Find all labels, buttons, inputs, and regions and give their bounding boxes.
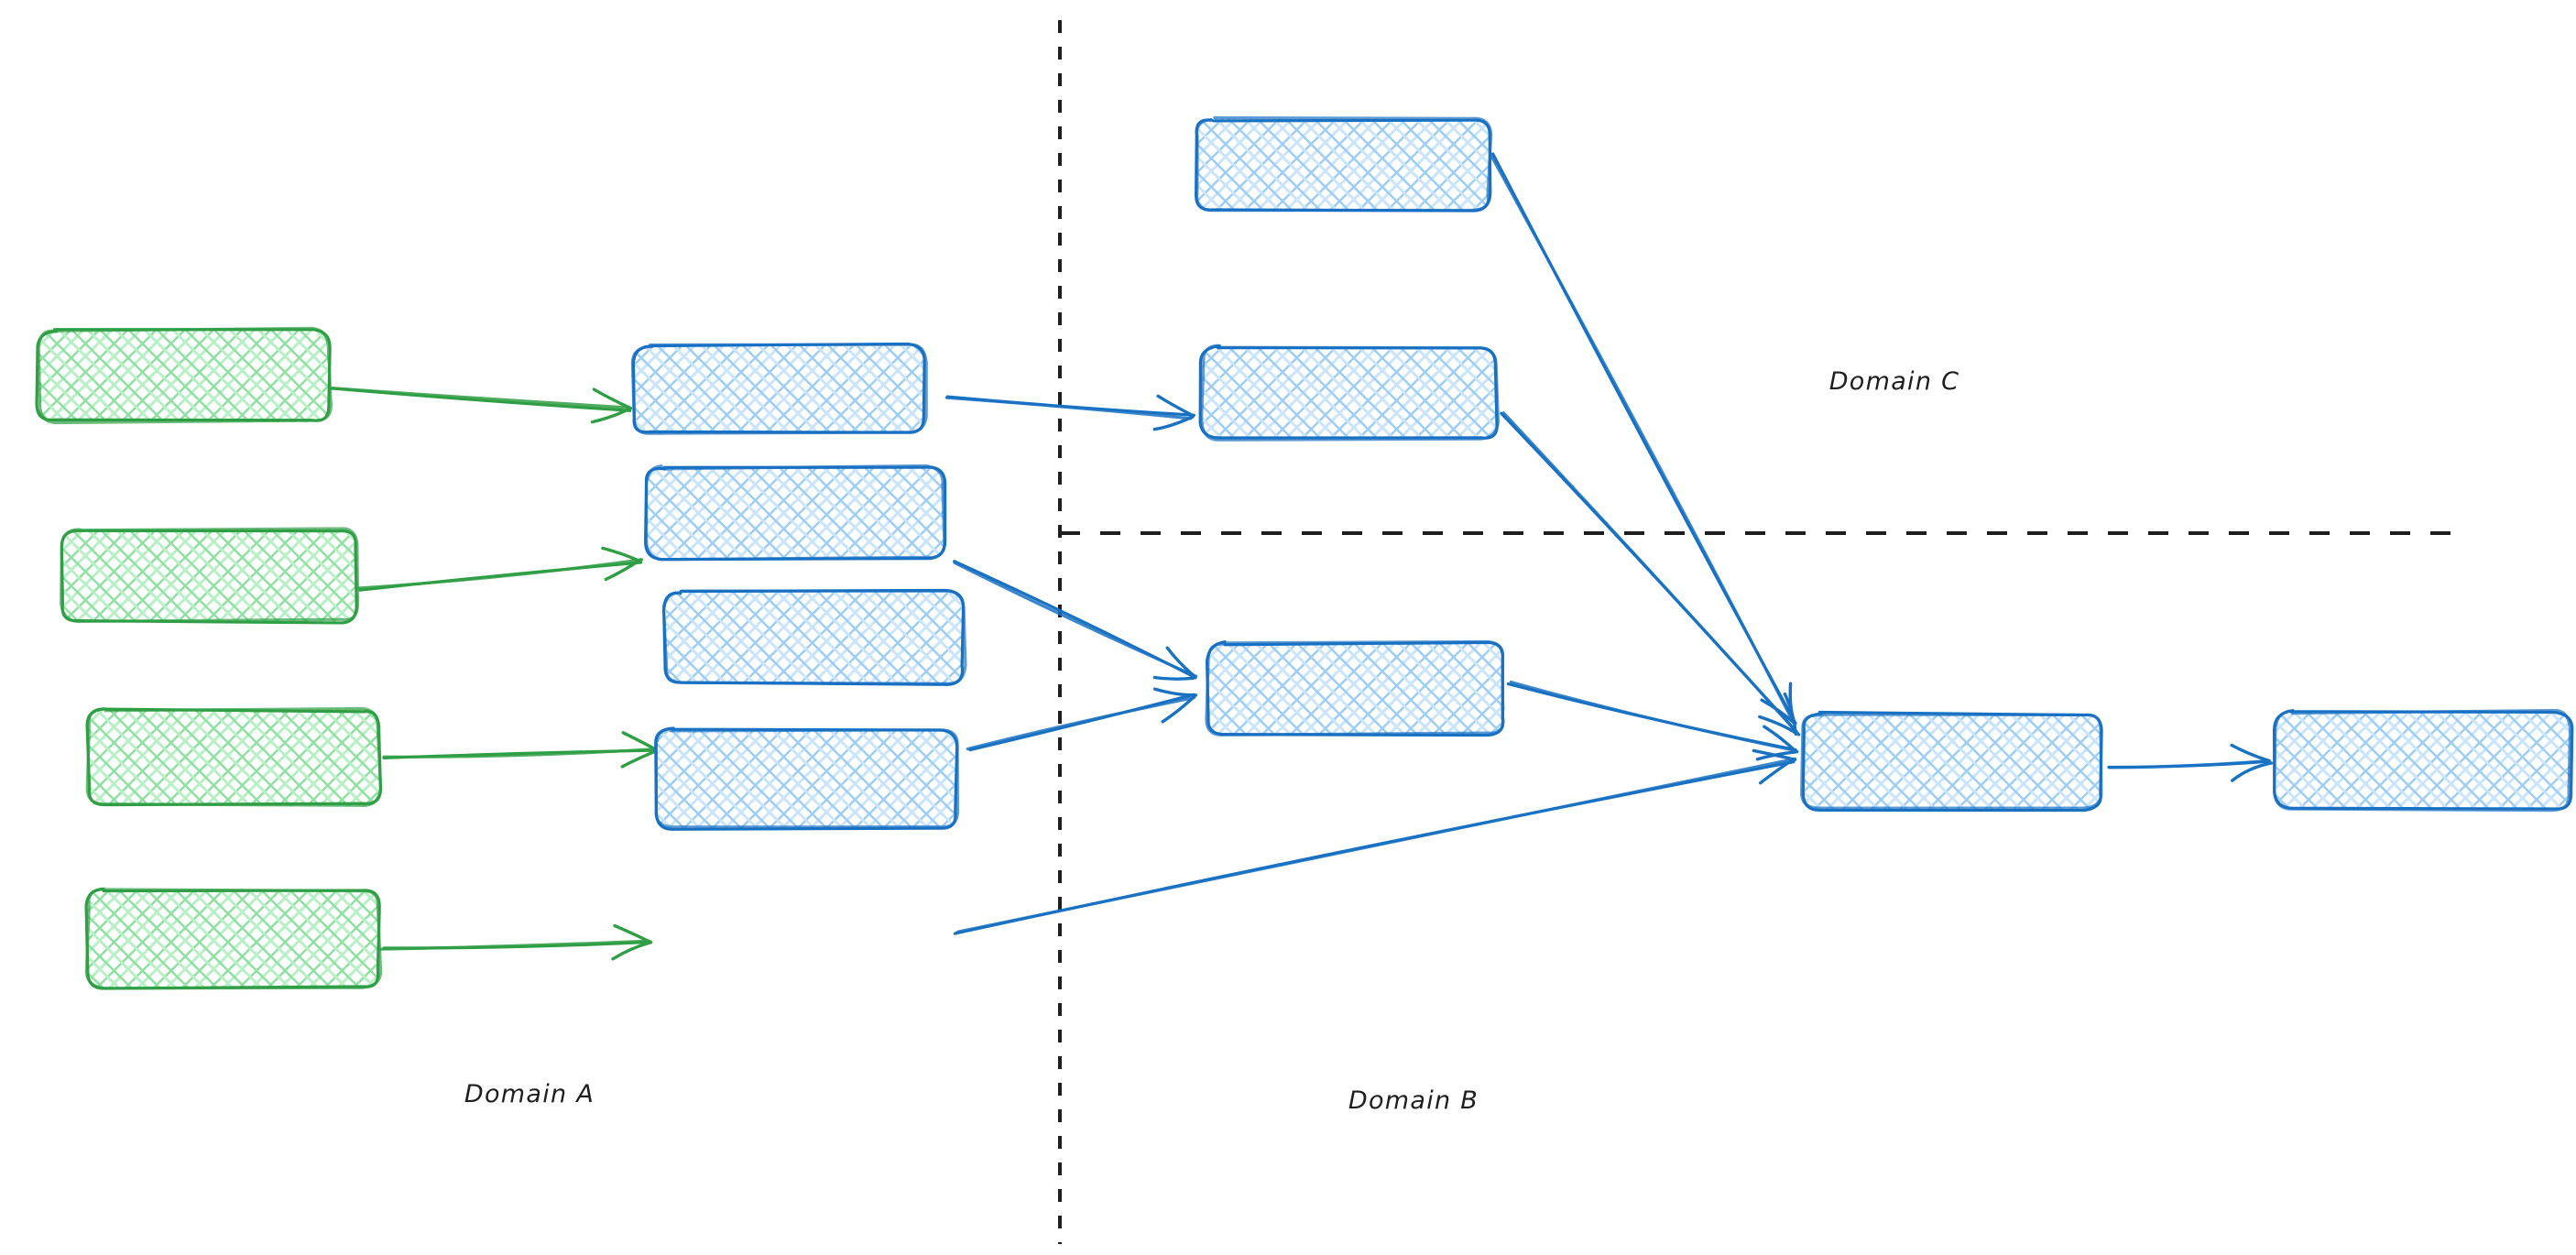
edge-shaft: [331, 387, 631, 409]
edge-shaft: [956, 757, 1797, 933]
node-out[interactable]: [2272, 708, 2574, 813]
arrowhead-barb: [1783, 692, 1798, 737]
node-fill: [1195, 117, 1490, 212]
node-a1[interactable]: [35, 326, 333, 425]
edge-shaft: [1501, 411, 1798, 734]
node-outline: [644, 464, 946, 562]
arrowhead-barb: [601, 546, 642, 563]
arrowhead-barb: [1763, 725, 1797, 753]
edge-b1-to-c2: [944, 394, 1195, 431]
node-fill: [664, 591, 964, 685]
label-domain-b: Domain B: [1348, 1086, 1479, 1115]
label-domain-c: Domain C: [1829, 367, 1960, 396]
edge-b4-to-hub: [953, 748, 1797, 935]
node-fill: [38, 329, 331, 423]
node-c3[interactable]: [1205, 639, 1506, 737]
node-outline: [654, 727, 960, 829]
label-domain-a: Domain A: [464, 1080, 595, 1108]
edge-shaft: [944, 396, 1193, 420]
edge-shaft: [1509, 680, 1797, 753]
node-fill: [87, 709, 381, 807]
domain-dividers: [1058, 20, 2451, 1244]
edge-shaft: [966, 696, 1195, 751]
edge-a4-to-b4: [379, 923, 653, 961]
node-fill: [86, 890, 380, 988]
node-outline: [1799, 713, 2103, 810]
edge-shaft: [953, 561, 1198, 678]
edge-shaft: [2108, 758, 2271, 769]
node-outline: [661, 589, 967, 685]
edge-b2-to-c3: [953, 560, 1198, 681]
edge-a3-to-b3: [382, 731, 663, 769]
node-b4[interactable]: [654, 726, 960, 831]
node-outline: [37, 326, 333, 425]
edge-layer: [328, 152, 2274, 961]
node-layer: [35, 115, 2574, 990]
node-hub[interactable]: [1799, 710, 2103, 813]
arrowhead-barb: [1152, 675, 1195, 681]
arrowhead-barb: [592, 387, 633, 410]
node-a2[interactable]: [60, 527, 360, 625]
node-fill: [1206, 642, 1506, 736]
node-outline: [85, 706, 383, 807]
edge-shaft: [382, 747, 661, 758]
node-outline: [84, 887, 383, 990]
node-fill: [1201, 347, 1498, 439]
edge-c3-to-hub: [1506, 680, 1799, 761]
node-c1[interactable]: [1195, 115, 1493, 213]
edge-b3-to-c3: [966, 687, 1198, 752]
arrowhead-barb: [613, 923, 653, 944]
node-c2[interactable]: [1198, 344, 1501, 442]
node-fill: [646, 466, 944, 560]
arrowhead-barb: [1161, 693, 1197, 724]
edge-hub-to-out: [2107, 743, 2274, 782]
node-a3[interactable]: [85, 706, 383, 807]
arrowhead-barb: [1752, 748, 1797, 761]
edge-a1-to-b1: [328, 387, 633, 424]
node-outline: [1195, 115, 1493, 213]
arrowhead-barb: [621, 731, 660, 753]
node-outline: [2273, 708, 2572, 813]
edge-c1-to-hub: [1490, 152, 1797, 726]
node-b3[interactable]: [661, 588, 967, 686]
edge-a2-to-b2: [355, 546, 644, 592]
arrowhead-barb: [2230, 743, 2271, 763]
node-fill: [633, 344, 926, 435]
node-outline: [1205, 639, 1505, 737]
arrowhead-barb: [1758, 715, 1798, 735]
arrowhead-barb: [1156, 394, 1195, 417]
node-outline: [60, 527, 360, 624]
node-fill: [1802, 713, 2102, 810]
node-fill: [2276, 711, 2571, 810]
arrowhead-barb: [1152, 687, 1198, 697]
arrowhead-barb: [1165, 646, 1196, 679]
arrowhead-barb: [1759, 758, 1795, 785]
edge-c2-to-hub: [1500, 411, 1801, 737]
arrowhead-barb: [611, 941, 652, 961]
domain-label-layer: Domain A Domain B Domain C: [464, 367, 1959, 1115]
node-fill: [655, 728, 957, 829]
arrowhead-barb: [1152, 415, 1195, 431]
node-b2[interactable]: [644, 464, 947, 562]
node-a4[interactable]: [84, 887, 383, 990]
node-b1[interactable]: [630, 342, 928, 435]
arrowhead-barb: [590, 407, 631, 424]
edge-shaft: [355, 558, 644, 590]
edge-shaft: [379, 939, 651, 951]
node-outline: [630, 343, 928, 435]
node-fill: [62, 529, 359, 622]
edge-shaft: [1490, 154, 1796, 724]
arrowhead-barb: [2231, 761, 2274, 782]
node-outline: [1199, 344, 1501, 442]
